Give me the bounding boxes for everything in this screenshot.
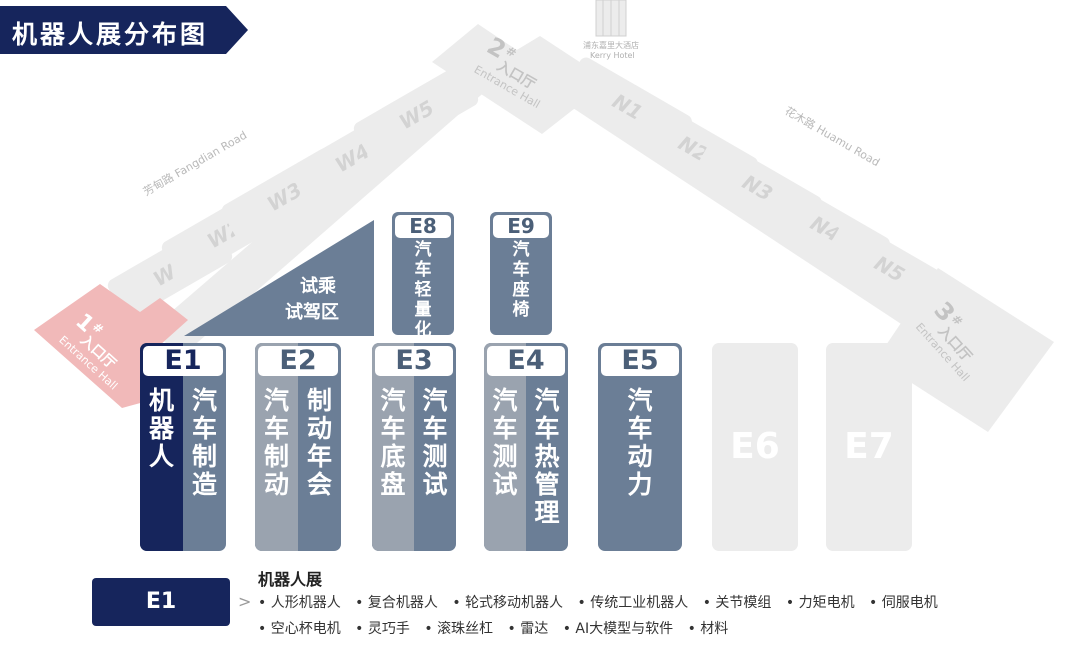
hall-e2-right-text: 制动年会 bbox=[306, 386, 332, 499]
hotel-name-cn: 浦东嘉里大酒店 bbox=[583, 40, 639, 50]
test-drive-line1: 试乘 bbox=[300, 275, 336, 297]
road-huamu: 花木路 Huamu Road bbox=[783, 104, 882, 169]
hall-e8: E8 汽 车 轻 量 化 bbox=[392, 212, 454, 335]
hall-e6-code: E6 bbox=[730, 426, 780, 467]
legend-item: 关节模组 bbox=[703, 595, 772, 611]
hall-e7: E7 bbox=[826, 343, 912, 551]
hall-e9-code: E9 bbox=[493, 215, 549, 238]
hall-e3: E3 汽车底盘 汽车测试 bbox=[372, 343, 456, 551]
hall-e9-text: 汽 车 座 椅 bbox=[512, 240, 530, 320]
entrance-2-block bbox=[432, 24, 588, 134]
hall-e1: E1 机器人 汽车制造 bbox=[140, 343, 226, 551]
hall-e1-code: E1 bbox=[143, 346, 223, 376]
legend-item: 传统工业机器人 bbox=[578, 595, 689, 611]
hall-e3-left-text: 汽车底盘 bbox=[380, 386, 406, 499]
legend-hall-badge: E1 bbox=[92, 578, 230, 626]
legend-line-1: 人形机器人 复合机器人 轮式移动机器人 传统工业机器人 关节模组 力矩电机 伺服… bbox=[258, 592, 948, 612]
hotel-icon bbox=[595, 0, 627, 37]
legend-item: AI大模型与软件 bbox=[563, 621, 673, 637]
hall-e4: E4 汽车测试 汽车热管理 bbox=[484, 343, 568, 551]
legend-item: 人形机器人 bbox=[258, 595, 341, 611]
legend-item: 伺服电机 bbox=[869, 595, 938, 611]
hall-e4-left-text: 汽车测试 bbox=[492, 386, 518, 499]
hall-e2: E2 汽车制动 制动年会 bbox=[255, 343, 341, 551]
hall-e2-code: E2 bbox=[258, 346, 338, 376]
test-drive-line2: 试驾区 bbox=[285, 301, 339, 323]
hall-e9: E9 汽 车 座 椅 bbox=[490, 212, 552, 335]
hall-e2-left-text: 汽车制动 bbox=[263, 386, 289, 499]
test-drive-area bbox=[184, 220, 374, 336]
page-title: 机器人展分布图 bbox=[12, 20, 209, 49]
hall-e7-code: E7 bbox=[844, 426, 894, 467]
hall-e1-left-text: 机器人 bbox=[148, 386, 174, 471]
legend-item: 灵巧手 bbox=[355, 621, 410, 637]
hall-e3-code: E3 bbox=[375, 346, 453, 376]
hall-e1-right-text: 汽车制造 bbox=[191, 386, 217, 499]
hall-e5-code: E5 bbox=[601, 346, 679, 376]
legend-item: 雷达 bbox=[508, 621, 549, 637]
hall-e6: E6 bbox=[712, 343, 798, 551]
legend-item: 空心杯电机 bbox=[258, 621, 341, 637]
legend-arrow-icon: > bbox=[238, 592, 252, 611]
hall-e4-right-text: 汽车热管理 bbox=[534, 386, 560, 527]
legend-item: 滚珠丝杠 bbox=[424, 621, 493, 637]
hall-e5: E5 汽车动力 bbox=[598, 343, 682, 551]
hall-e3-right-text: 汽车测试 bbox=[422, 386, 448, 499]
hall-e4-code: E4 bbox=[487, 346, 565, 376]
legend-item: 复合机器人 bbox=[355, 595, 438, 611]
legend-title: 机器人展 bbox=[258, 570, 323, 589]
entrance-3-block bbox=[876, 268, 1054, 432]
hall-w5: W5 bbox=[353, 66, 479, 162]
legend-item: 材料 bbox=[688, 621, 729, 637]
hall-e8-text: 汽 车 轻 量 化 bbox=[414, 240, 432, 335]
road-fangdian: 芳甸路 Fangdian Road bbox=[141, 128, 250, 199]
entrance-1-block bbox=[34, 284, 188, 408]
hall-e8-code: E8 bbox=[395, 215, 451, 238]
title-banner: 机器人展分布图 bbox=[0, 6, 248, 54]
legend-item: 轮式移动机器人 bbox=[452, 595, 563, 611]
legend-item: 力矩电机 bbox=[786, 595, 855, 611]
hall-e5-text: 汽车动力 bbox=[627, 386, 653, 499]
legend-line-2: 空心杯电机 灵巧手 滚珠丝杠 雷达 AI大模型与软件 材料 bbox=[258, 618, 738, 638]
hotel-name-en: Kerry Hotel bbox=[590, 51, 635, 60]
